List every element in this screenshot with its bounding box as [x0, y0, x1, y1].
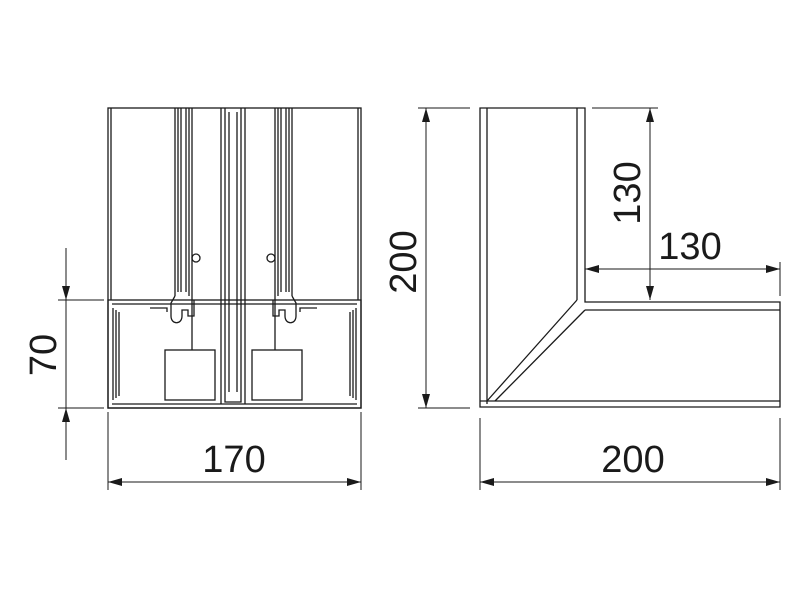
side-elbow-outline	[479, 107, 781, 408]
front-base-channel	[107, 299, 362, 409]
front-divider-foot	[224, 392, 242, 403]
front-right-clip	[272, 295, 297, 324]
front-left-box	[164, 349, 216, 401]
side-view	[479, 107, 781, 408]
front-back-panel	[107, 107, 362, 409]
dim-label-130-horizontal: 130	[658, 226, 721, 268]
dim-label-130-vertical: 130	[607, 161, 649, 224]
dim-label-170: 170	[202, 439, 265, 481]
front-left-screw	[191, 253, 201, 263]
front-left-latch	[150, 307, 168, 312]
front-right-latch	[299, 307, 317, 312]
dim-label-200-height: 200	[383, 230, 425, 293]
front-view	[107, 107, 362, 409]
dim-label-200-width: 200	[601, 439, 664, 481]
front-right-screw	[266, 253, 276, 263]
side-miter-line	[486, 299, 578, 402]
side-miter-line-2	[494, 309, 586, 402]
front-left-clip	[170, 295, 195, 324]
dim-label-70: 70	[23, 334, 65, 376]
dimensions	[58, 107, 781, 490]
front-right-box	[251, 349, 303, 401]
